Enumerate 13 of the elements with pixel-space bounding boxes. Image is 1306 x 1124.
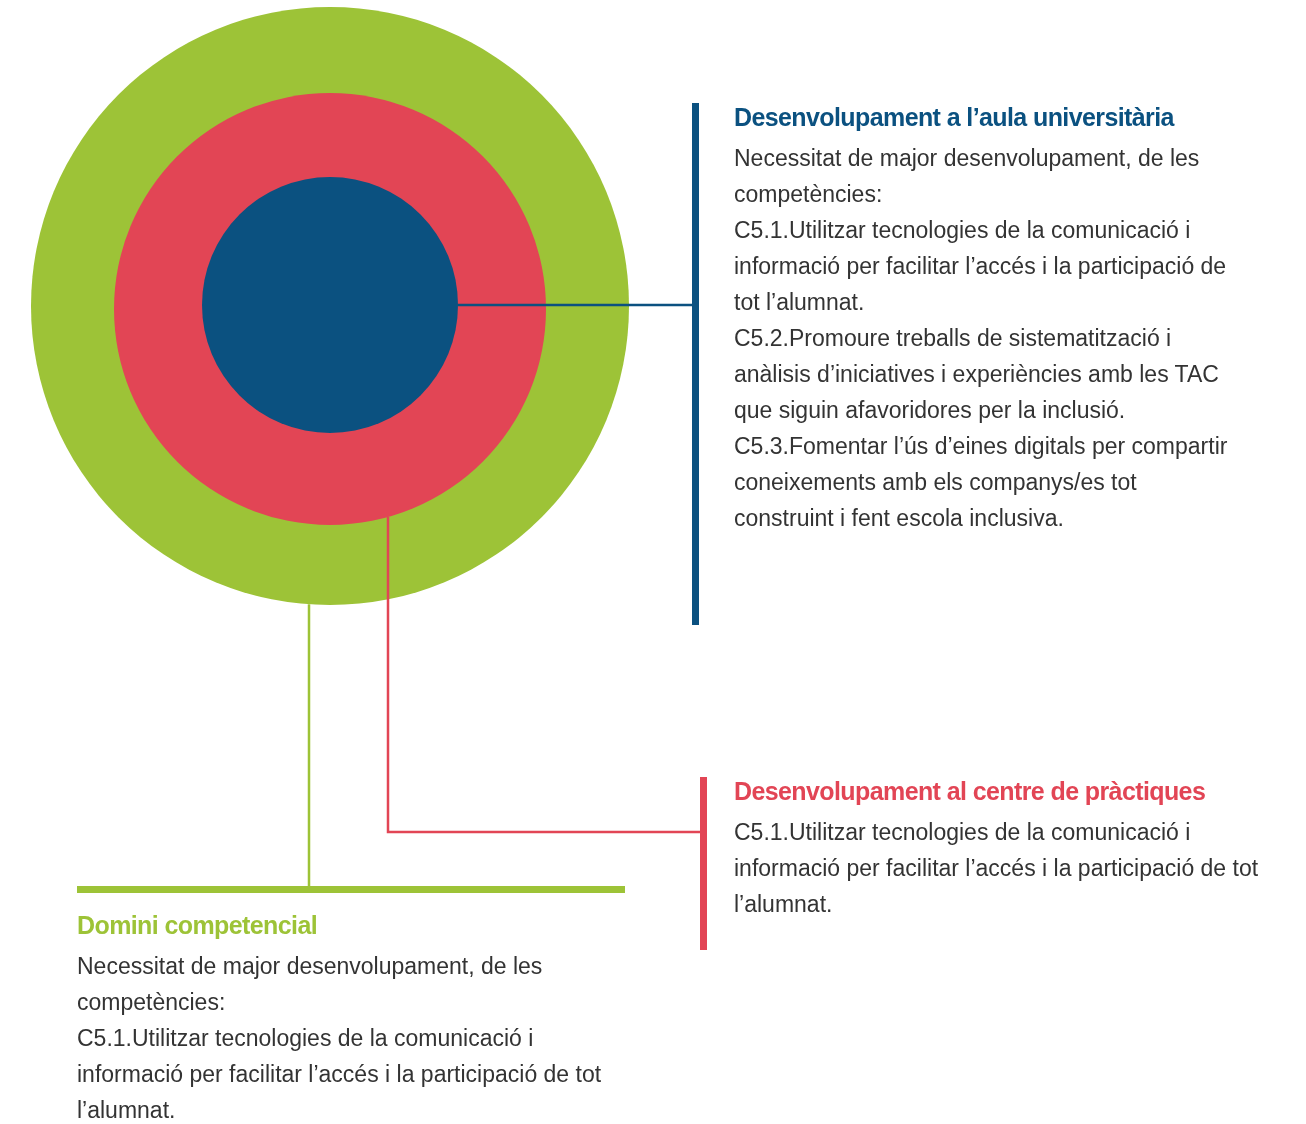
paragraph: C5.3.Fomentar l’ús d’eines digitals per compartir coneixements amb els companys/es tot construint i fent escola inclusiva. — [734, 432, 1229, 533]
leader-line — [458, 303, 692, 307]
heading: Domini competencial — [77, 911, 319, 940]
paragraph: C5.2.Promoure treballs de sistematització i anàlisis d’iniciatives i experiències amb les TAC que siguin afavoridores per la inclusió. — [734, 324, 1220, 425]
paragraph: Necessitat de major desenvolupament, de les competències: — [734, 144, 1201, 209]
heading: Desenvolupament a l’aula universitària — [734, 103, 1176, 132]
paragraph: C5.1.Utilitzar tecnologies de la comunicació i informació per facilitar l’accés i la participació de tot l’alumnat. — [734, 216, 1228, 317]
paragraph: Necessitat de major desenvolupament, de les competències: — [77, 952, 544, 1017]
paragraph: C5.1.Utilitzar tecnologies de la comunicació i informació per facilitar l’accés i la participació de tot l’alumnat. — [734, 818, 1260, 919]
heading: Desenvolupament al centre de pràctiques — [734, 777, 1207, 806]
paragraph: C5.1.Utilitzar tecnologies de la comunicació i informació per facilitar l’accés i la participació de tot l’alumnat. — [77, 1024, 603, 1124]
leader-line — [386, 517, 700, 834]
leader-line — [307, 604, 311, 886]
